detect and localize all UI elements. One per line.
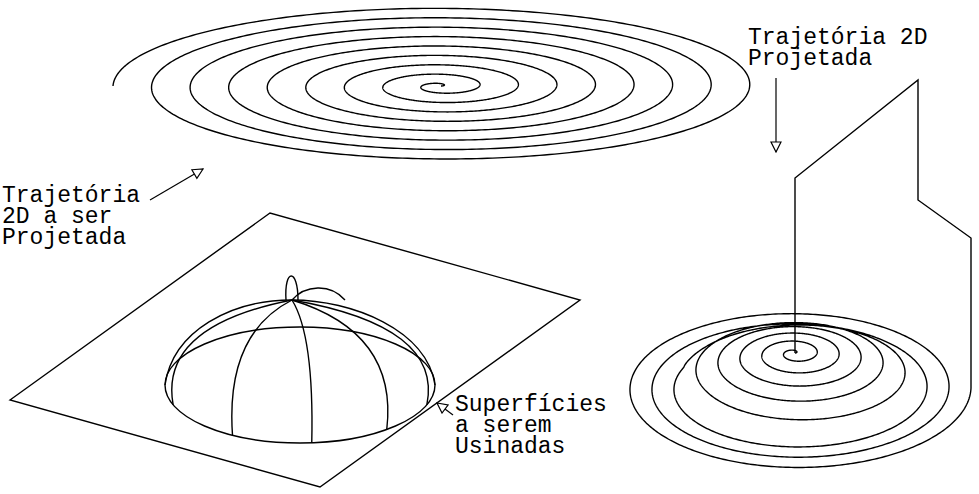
leader-arrows (150, 78, 776, 415)
leader-arrow (150, 169, 203, 200)
leader-arrow (437, 403, 453, 415)
callout-label: Trajetória 2D a ser Projetada (2, 186, 154, 249)
dome-meridian (292, 300, 428, 405)
dome-silhouette (165, 300, 435, 385)
spiral-path (113, 8, 750, 159)
flat-spiral (113, 8, 750, 159)
dome-meridian (292, 300, 388, 429)
dome-meridian (232, 300, 292, 435)
projected-spiral (630, 80, 971, 467)
dome-meridian (172, 300, 292, 405)
dome-meridian (292, 288, 345, 300)
leader-arrow (775, 78, 776, 152)
callout-label: Trajetória 2D Projetada (748, 28, 934, 70)
dome-surface (165, 276, 435, 443)
callout-label: Superfícies a serem Usinadas (455, 395, 614, 458)
dome-base (165, 327, 435, 443)
dome-meridian (292, 300, 312, 443)
spiral-path (630, 314, 971, 468)
tool-path (795, 80, 971, 388)
